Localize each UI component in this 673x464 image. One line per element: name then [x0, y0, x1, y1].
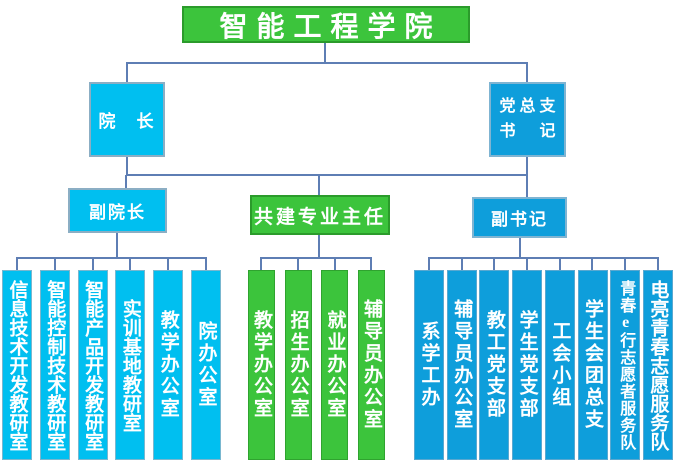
root-label: 智能工程学院	[219, 11, 442, 43]
connector-line	[318, 175, 320, 196]
connector-line	[526, 175, 528, 198]
connector-line	[260, 257, 372, 259]
connector-line	[16, 257, 207, 259]
office-column-student-party-branch: 学生党支部	[512, 270, 543, 460]
office-column-label: 教学办公室	[157, 310, 179, 420]
connector-line	[493, 257, 495, 271]
office-column-label: 就业办公室	[324, 310, 346, 420]
connector-line	[461, 257, 463, 271]
connector-line	[116, 233, 118, 258]
connector-line	[126, 174, 528, 176]
connector-line	[16, 257, 18, 271]
vice-dean-node: 副院长	[68, 188, 167, 233]
connector-line	[370, 257, 372, 271]
connector-line	[334, 257, 336, 271]
office-column-label: 招生办公室	[287, 310, 309, 420]
office-column-counselor-office: 辅导员办公室	[446, 270, 477, 460]
office-column-intelligent-product: 智能产品开发教研室	[77, 270, 108, 460]
party-secretary-label-line1: 党总支	[499, 97, 560, 115]
connector-line	[167, 257, 169, 271]
office-column-label: 辅导员办公室	[451, 299, 473, 431]
connector-line	[126, 63, 128, 83]
office-column-label: 实训基地教研室	[119, 298, 141, 432]
office-column-volunteer-team-dl: 电亮青春志愿服务队	[642, 270, 673, 460]
connector-line	[125, 175, 127, 189]
office-column-intelligent-control: 智能控制技术教研室	[39, 270, 70, 460]
connector-line	[129, 257, 131, 271]
joint-offices-group: 教学办公室 招生办公室 就业办公室 辅导员办公室	[248, 270, 385, 460]
office-column-label: 智能产品开发教研室	[82, 279, 104, 451]
connector-line	[297, 257, 299, 271]
dean-label: 院 长	[98, 112, 156, 131]
connector-line	[318, 235, 320, 258]
connector-line	[624, 257, 626, 271]
office-column-staff-party-branch: 教工党支部	[479, 270, 510, 460]
office-column-youth-league: 学生会团总支	[577, 270, 608, 460]
connector-line	[428, 257, 659, 259]
party-secretary-label-line2: 书 记	[499, 122, 560, 140]
office-column-training-base: 实训基地教研室	[115, 270, 146, 460]
connector-line	[559, 257, 561, 271]
office-column-counselor: 辅导员办公室	[357, 270, 385, 460]
office-column-label: 教学办公室	[251, 310, 272, 420]
office-column-label: 院办公室	[195, 321, 217, 409]
office-column-teaching-office: 教学办公室	[153, 270, 184, 460]
connector-line	[92, 257, 94, 271]
party-offices-group: 系学工办 辅导员办公室 教工党支部 学生党支部 工会小组 学生会团总支 青春e行…	[414, 270, 673, 460]
party-secretary-node: 党总支 书 记	[489, 82, 566, 157]
connector-line	[126, 157, 128, 175]
root-node: 智能工程学院	[182, 6, 470, 43]
connector-line	[526, 257, 528, 271]
connector-line	[526, 157, 528, 175]
office-column-student-affairs: 系学工办	[414, 270, 444, 460]
connector-line	[126, 62, 528, 64]
dean-offices-group: 信息技术开发教研室 智能控制技术教研室 智能产品开发教研室 实训基地教研室 教学…	[2, 270, 221, 460]
connector-line	[591, 257, 593, 271]
office-column-label: 系学工办	[418, 321, 440, 409]
office-column-admissions: 招生办公室	[284, 270, 312, 460]
office-column-label: 学生党支部	[516, 310, 538, 420]
vice-dean-label: 副院长	[89, 203, 146, 222]
office-column-label: 智能控制技术教研室	[44, 279, 66, 451]
vice-secretary-label: 副书记	[491, 210, 548, 229]
connector-line	[519, 238, 521, 258]
office-column-label: 学生会团总支	[582, 299, 604, 431]
connector-line	[657, 257, 659, 271]
office-column-label: 信息技术开发教研室	[6, 279, 28, 451]
connector-line	[54, 257, 56, 271]
dean-node: 院 长	[89, 82, 165, 157]
connector-line	[324, 43, 326, 64]
office-column-label: 青春e行志愿者服务队	[617, 279, 635, 451]
vice-secretary-node: 副书记	[472, 197, 567, 238]
office-column-labor-union: 工会小组	[544, 270, 575, 460]
joint-program-director-label: 共建专业主任	[253, 206, 386, 228]
office-column-college-office: 院办公室	[190, 270, 221, 460]
office-column-info-tech: 信息技术开发教研室	[2, 270, 32, 460]
office-column-label: 工会小组	[549, 321, 571, 409]
office-column-employment: 就业办公室	[321, 270, 349, 460]
office-column-label: 电亮青春志愿服务队	[647, 279, 669, 451]
office-column-volunteer-team-e: 青春e行志愿者服务队	[610, 270, 641, 460]
office-column-teaching: 教学办公室	[248, 270, 275, 460]
office-column-label: 教工党支部	[483, 310, 505, 420]
connector-line	[260, 257, 262, 271]
connector-line	[205, 257, 207, 271]
office-column-label: 辅导员办公室	[360, 299, 382, 431]
joint-program-director-node: 共建专业主任	[250, 195, 390, 235]
connector-line	[526, 63, 528, 83]
connector-line	[428, 257, 430, 271]
